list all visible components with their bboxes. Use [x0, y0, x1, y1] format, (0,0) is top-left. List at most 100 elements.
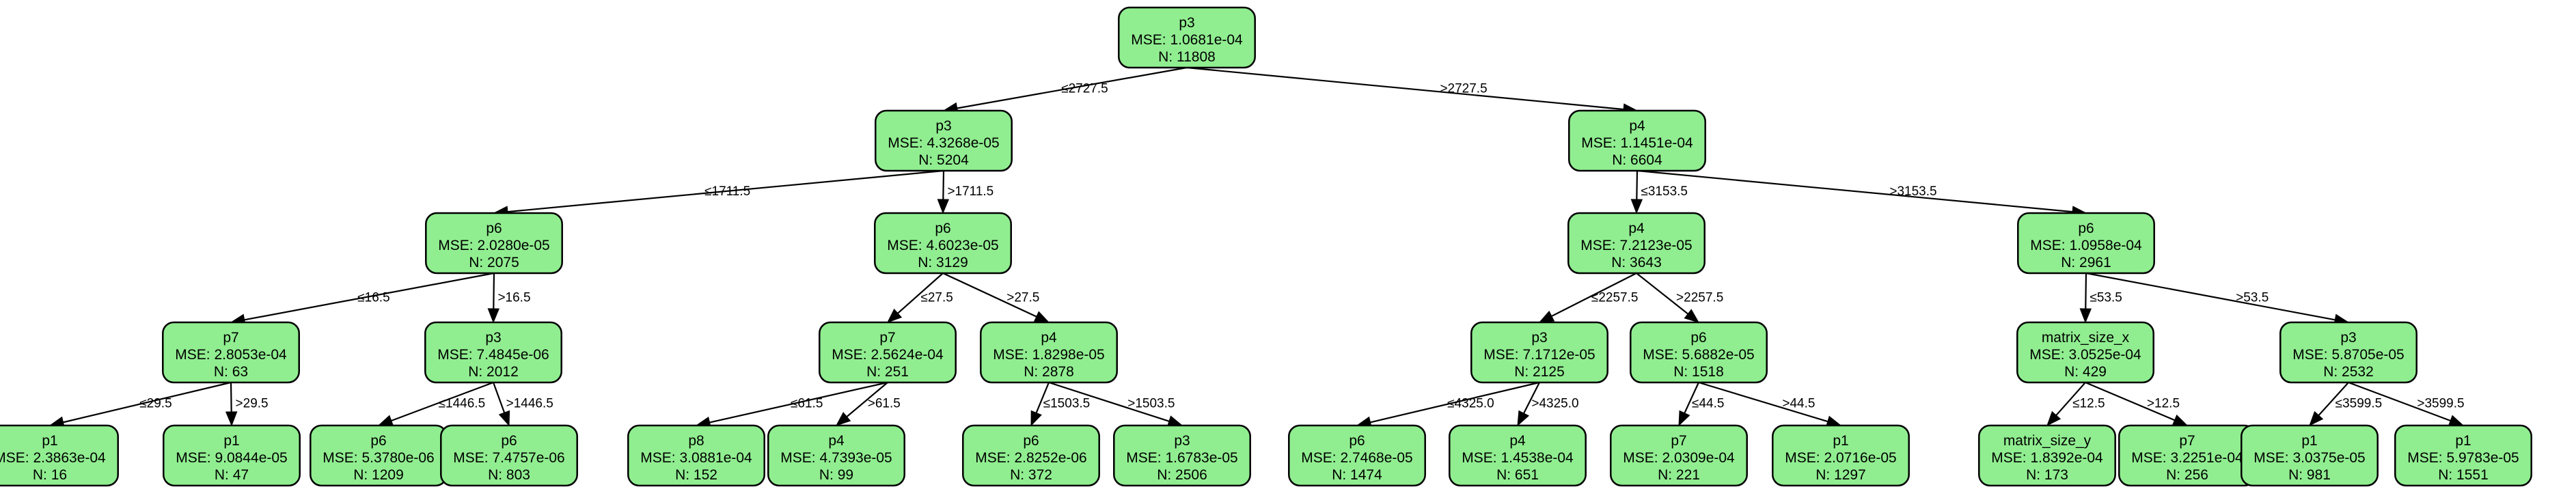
arrowhead-icon	[2448, 415, 2465, 426]
edge-line	[1035, 382, 1050, 413]
edge-line	[897, 273, 944, 314]
tree-edge: >29.5	[225, 382, 269, 427]
edge-line	[493, 273, 495, 309]
edge-split-label: ≤61.5	[791, 397, 823, 411]
edge-line	[507, 169, 944, 213]
node-feature-label: p6	[1690, 330, 1706, 346]
tree-edge: >2257.5	[1636, 273, 1723, 323]
node-mse-label: MSE: 7.1712e-05	[1483, 347, 1595, 363]
node-mse-label: MSE: 2.8252e-06	[975, 450, 1086, 466]
node-samples-label: N: 2125	[1514, 364, 1565, 380]
node-mse-label: MSE: 1.0958e-04	[2030, 238, 2142, 253]
tree-edge: >3153.5	[1636, 169, 2087, 218]
node-samples-label: N: 372	[1010, 467, 1052, 483]
edge-line	[957, 66, 1188, 109]
node-mse-label: MSE: 5.8705e-05	[2292, 347, 2404, 363]
node-samples-label: N: 99	[819, 467, 853, 483]
node-feature-label: matrix_size_x	[2042, 330, 2130, 346]
edge-line	[2318, 382, 2349, 416]
node-mse-label: MSE: 1.8392e-04	[1991, 450, 2103, 466]
edge-line	[492, 382, 506, 413]
tree-edge: ≤29.5	[49, 381, 232, 428]
node-feature-label: p4	[1628, 221, 1645, 236]
node-mse-label: MSE: 4.6023e-05	[887, 238, 998, 253]
edge-split-label: >1446.5	[506, 397, 553, 411]
tree-edge: >53.5	[2085, 272, 2350, 326]
node-feature-label: p6	[370, 433, 386, 449]
edge-line	[2055, 382, 2086, 416]
edge-line	[1636, 273, 1688, 315]
node-samples-label: N: 47	[215, 467, 249, 483]
node-samples-label: N: 2532	[2323, 364, 2374, 380]
node-mse-label: MSE: 7.4757e-06	[453, 450, 564, 466]
node-mse-label: MSE: 4.7393e-05	[780, 450, 892, 466]
node-feature-label: p7	[1671, 433, 1686, 449]
node-samples-label: N: 1518	[1673, 364, 1724, 380]
arrowhead-icon	[2046, 410, 2061, 427]
node-box	[2394, 424, 2532, 487]
node-box	[962, 424, 1100, 487]
node-feature-label: p3	[485, 330, 501, 346]
node-box	[162, 321, 300, 384]
edge-split-label: >4325.0	[1531, 397, 1578, 411]
tree-edge: ≤1711.5	[493, 169, 944, 218]
edge-split-label: >16.5	[497, 291, 530, 305]
node-mse-label: MSE: 3.0881e-04	[640, 450, 752, 466]
node-samples-label: N: 2878	[1024, 364, 1074, 380]
node-feature-label: p3	[935, 118, 951, 134]
edge-split-label: ≤53.5	[2089, 291, 2122, 305]
node-feature-label: p6	[501, 433, 517, 449]
node-box	[1978, 424, 2116, 487]
node-mse-label: MSE: 1.4538e-04	[1462, 450, 1574, 466]
node-mse-label: MSE: 2.5624e-04	[832, 347, 944, 363]
edge-split-label: ≤3153.5	[1641, 184, 1688, 199]
edge-split-label: >53.5	[2236, 291, 2269, 305]
node-samples-label: N: 2012	[468, 364, 519, 380]
node-box	[1567, 212, 1705, 275]
node-feature-label: p3	[2340, 330, 2356, 346]
node-samples-label: N: 256	[2166, 467, 2208, 483]
node-feature-label: p3	[1174, 433, 1190, 449]
arrowhead-icon	[377, 415, 394, 426]
tree-edge: ≤3153.5	[1630, 170, 1688, 214]
edge-line	[244, 272, 495, 321]
node-samples-label: N: 3643	[1611, 255, 1662, 270]
node-box	[2016, 321, 2154, 384]
node-samples-label: N: 251	[866, 364, 909, 380]
node-samples-label: N: 3129	[918, 255, 968, 270]
node-feature-label: p6	[486, 221, 502, 236]
node-feature-label: p6	[1349, 433, 1365, 449]
edge-line	[391, 381, 494, 422]
node-feature-label: p1	[2301, 433, 2317, 449]
arrowhead-icon	[937, 199, 950, 214]
edge-line	[2085, 273, 2087, 309]
node-mse-label: MSE: 3.0375e-05	[2253, 450, 2365, 466]
node-box	[1288, 424, 1426, 487]
edge-line	[1048, 381, 1170, 422]
arrowhead-icon	[1517, 410, 1530, 427]
edge-split-label: >1711.5	[947, 184, 994, 199]
tree-edge: ≤27.5	[886, 273, 953, 323]
tree-edge: ≤1503.5	[1030, 382, 1090, 427]
node-box	[2017, 212, 2155, 275]
node-samples-label: N: 16	[33, 467, 67, 483]
edges-layer: ≤2727.5>2727.5≤1711.5>1711.5≤3153.5>3153…	[49, 66, 2465, 429]
node-samples-label: N: 1551	[2438, 467, 2489, 483]
node-box	[1449, 424, 1587, 487]
node-box	[980, 321, 1118, 384]
edge-line	[1370, 381, 1540, 423]
node-mse-label: MSE: 2.3863e-04	[0, 450, 106, 466]
node-feature-label: p4	[1041, 330, 1057, 346]
tree-edge: >61.5	[835, 382, 901, 426]
node-mse-label: MSE: 1.6783e-05	[1126, 450, 1237, 466]
node-samples-label: N: 173	[2026, 467, 2068, 483]
